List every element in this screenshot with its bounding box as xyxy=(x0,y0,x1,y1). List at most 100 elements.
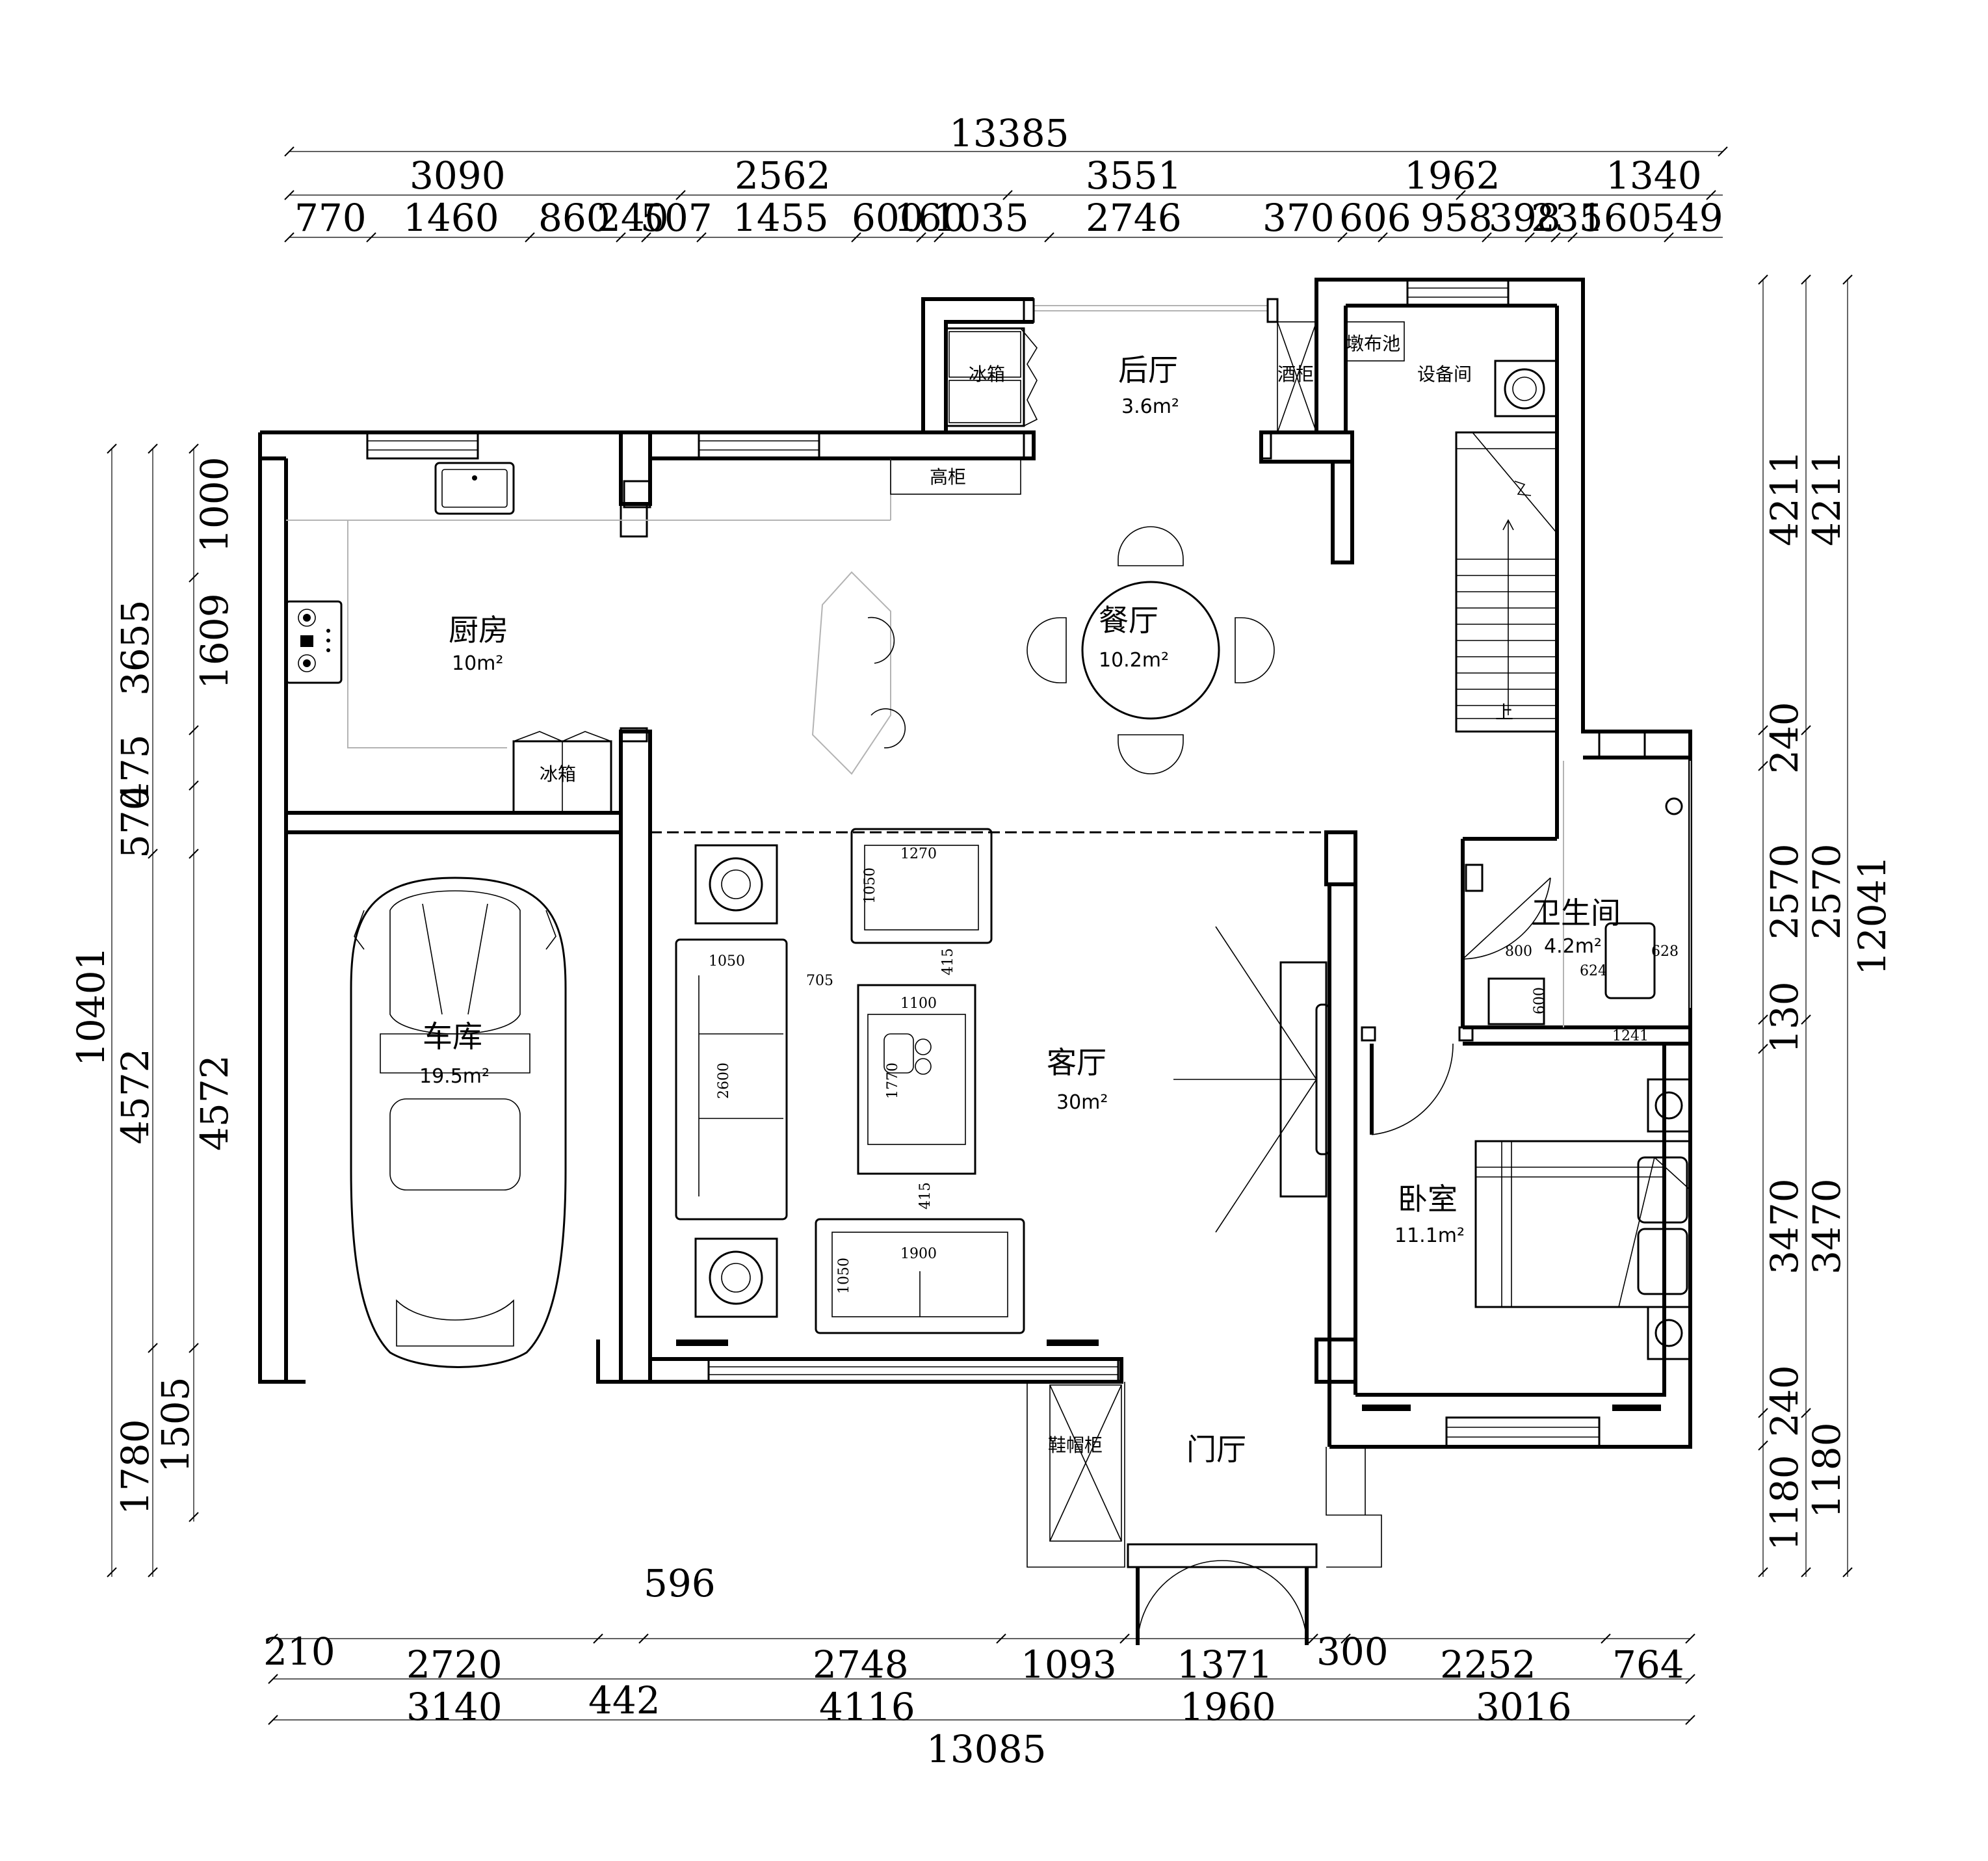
staircase[interactable] xyxy=(1455,431,1558,733)
svg-text:442: 442 xyxy=(588,1678,660,1722)
svg-text:240: 240 xyxy=(1762,1365,1807,1437)
tall-cabinet xyxy=(890,458,1021,495)
equipment-room-label: 设备间 xyxy=(1417,363,1472,385)
shoe-cabinet-label: 鞋帽柜 xyxy=(1048,1434,1103,1456)
svg-text:2562: 2562 xyxy=(735,153,831,198)
room-garage-area: 19.5m² xyxy=(419,1065,490,1088)
svg-text:570: 570 xyxy=(113,786,157,858)
tall-cabinet-label: 高柜 xyxy=(930,466,966,488)
fridge-kitchen-label: 冰箱 xyxy=(540,763,576,785)
svg-text:1035: 1035 xyxy=(933,196,1029,240)
svg-text:3016: 3016 xyxy=(1476,1685,1572,1729)
wine-cabinet-label: 酒柜 xyxy=(1277,363,1314,385)
kitchen-counter xyxy=(285,458,891,748)
svg-text:2570: 2570 xyxy=(1762,843,1807,940)
room-back-hall-area: 3.6m² xyxy=(1121,395,1179,418)
fridge-kitchen xyxy=(512,731,612,814)
bathroom-fixtures xyxy=(1487,761,1691,1027)
svg-text:1609: 1609 xyxy=(192,593,237,689)
svg-text:624: 624 xyxy=(1580,963,1607,979)
room-labels: 后厅 3.6m² 厨房 10m² 餐厅 10.2m² 车库 19.5m² 客厅 … xyxy=(419,352,1621,1467)
svg-text:2746: 2746 xyxy=(1086,196,1182,240)
svg-text:600: 600 xyxy=(1532,987,1548,1014)
svg-text:4572: 4572 xyxy=(192,1055,237,1151)
svg-text:3140: 3140 xyxy=(406,1685,503,1729)
room-living-name: 客厅 xyxy=(1047,1045,1106,1080)
svg-text:1000: 1000 xyxy=(192,456,237,553)
room-bathroom-area: 4.2m² xyxy=(1544,935,1602,958)
svg-text:370: 370 xyxy=(1262,196,1335,240)
tea-set xyxy=(883,1033,932,1075)
svg-text:3090: 3090 xyxy=(410,153,506,198)
svg-text:2600: 2600 xyxy=(716,1062,732,1099)
windows xyxy=(366,278,1646,1448)
room-bedroom-name: 卧室 xyxy=(1398,1181,1458,1217)
svg-text:2748: 2748 xyxy=(813,1643,909,1687)
furniture-dimensions: 1270 1050 1050 2600 705 415 1100 1770 41… xyxy=(709,846,1679,1294)
wine-cabinet xyxy=(1277,321,1317,433)
svg-text:235: 235 xyxy=(1531,196,1603,240)
svg-text:415: 415 xyxy=(917,1182,934,1209)
fridge-top-label: 冰箱 xyxy=(969,363,1005,385)
bathroom-door[interactable] xyxy=(1462,877,1551,960)
dimension-lines xyxy=(107,146,1853,1725)
water-heater xyxy=(1494,360,1558,417)
svg-text:300: 300 xyxy=(1316,1630,1389,1674)
svg-text:210: 210 xyxy=(263,1630,335,1674)
svg-text:13085: 13085 xyxy=(926,1727,1047,1771)
room-bathroom-name: 卫生间 xyxy=(1531,895,1621,930)
svg-text:1100: 1100 xyxy=(900,996,937,1012)
svg-text:4116: 4116 xyxy=(819,1685,915,1729)
dining-table xyxy=(811,526,1275,775)
svg-text:1780: 1780 xyxy=(113,1419,157,1515)
svg-text:628: 628 xyxy=(1651,944,1679,960)
room-kitchen-name: 厨房 xyxy=(449,613,508,648)
svg-text:2570: 2570 xyxy=(1805,843,1849,940)
svg-text:958: 958 xyxy=(1420,196,1493,240)
svg-text:549: 549 xyxy=(1651,196,1723,240)
svg-text:507: 507 xyxy=(640,196,713,240)
room-entry-name: 门厅 xyxy=(1186,1432,1246,1467)
bed xyxy=(1474,1078,1692,1360)
svg-text:10401: 10401 xyxy=(69,946,113,1066)
svg-text:1241: 1241 xyxy=(1612,1028,1649,1044)
svg-text:1460: 1460 xyxy=(403,196,499,240)
svg-text:1093: 1093 xyxy=(1021,1643,1117,1687)
svg-text:398: 398 xyxy=(1489,196,1561,240)
svg-text:770: 770 xyxy=(294,196,367,240)
svg-text:1180: 1180 xyxy=(1805,1422,1849,1518)
svg-text:596: 596 xyxy=(644,1561,716,1605)
living-furniture xyxy=(675,828,1025,1334)
svg-text:705: 705 xyxy=(806,973,833,989)
svg-text:3470: 3470 xyxy=(1762,1178,1807,1274)
room-bedroom-area: 11.1m² xyxy=(1394,1224,1465,1247)
svg-text:160: 160 xyxy=(894,196,966,240)
svg-text:4211: 4211 xyxy=(1805,450,1849,546)
posts xyxy=(620,298,1484,1042)
svg-text:12041: 12041 xyxy=(1850,855,1894,975)
svg-text:1960: 1960 xyxy=(1180,1685,1276,1729)
tv-wall xyxy=(1173,926,1331,1233)
svg-text:1770: 1770 xyxy=(885,1062,901,1099)
room-back-hall-name: 后厅 xyxy=(1118,352,1178,388)
car xyxy=(350,877,567,1368)
room-dining-name: 餐厅 xyxy=(1099,603,1158,638)
svg-text:800: 800 xyxy=(1505,944,1532,960)
room-garage-name: 车库 xyxy=(423,1019,482,1054)
svg-text:415: 415 xyxy=(940,948,956,975)
svg-text:3551: 3551 xyxy=(1086,153,1182,198)
mop-sink-label: 墩布池 xyxy=(1346,333,1400,354)
svg-text:1505: 1505 xyxy=(153,1377,198,1473)
svg-text:600: 600 xyxy=(852,196,924,240)
room-living-area: 30m² xyxy=(1056,1091,1108,1114)
svg-text:606: 606 xyxy=(1339,196,1411,240)
svg-text:1270: 1270 xyxy=(900,846,937,862)
svg-text:3470: 3470 xyxy=(1805,1178,1849,1274)
svg-text:130: 130 xyxy=(1762,981,1807,1053)
bedroom-door[interactable] xyxy=(1370,1043,1454,1135)
svg-text:764: 764 xyxy=(1612,1643,1684,1687)
svg-text:1050: 1050 xyxy=(836,1258,852,1294)
svg-text:4211: 4211 xyxy=(1762,450,1807,546)
svg-text:475: 475 xyxy=(113,734,157,806)
